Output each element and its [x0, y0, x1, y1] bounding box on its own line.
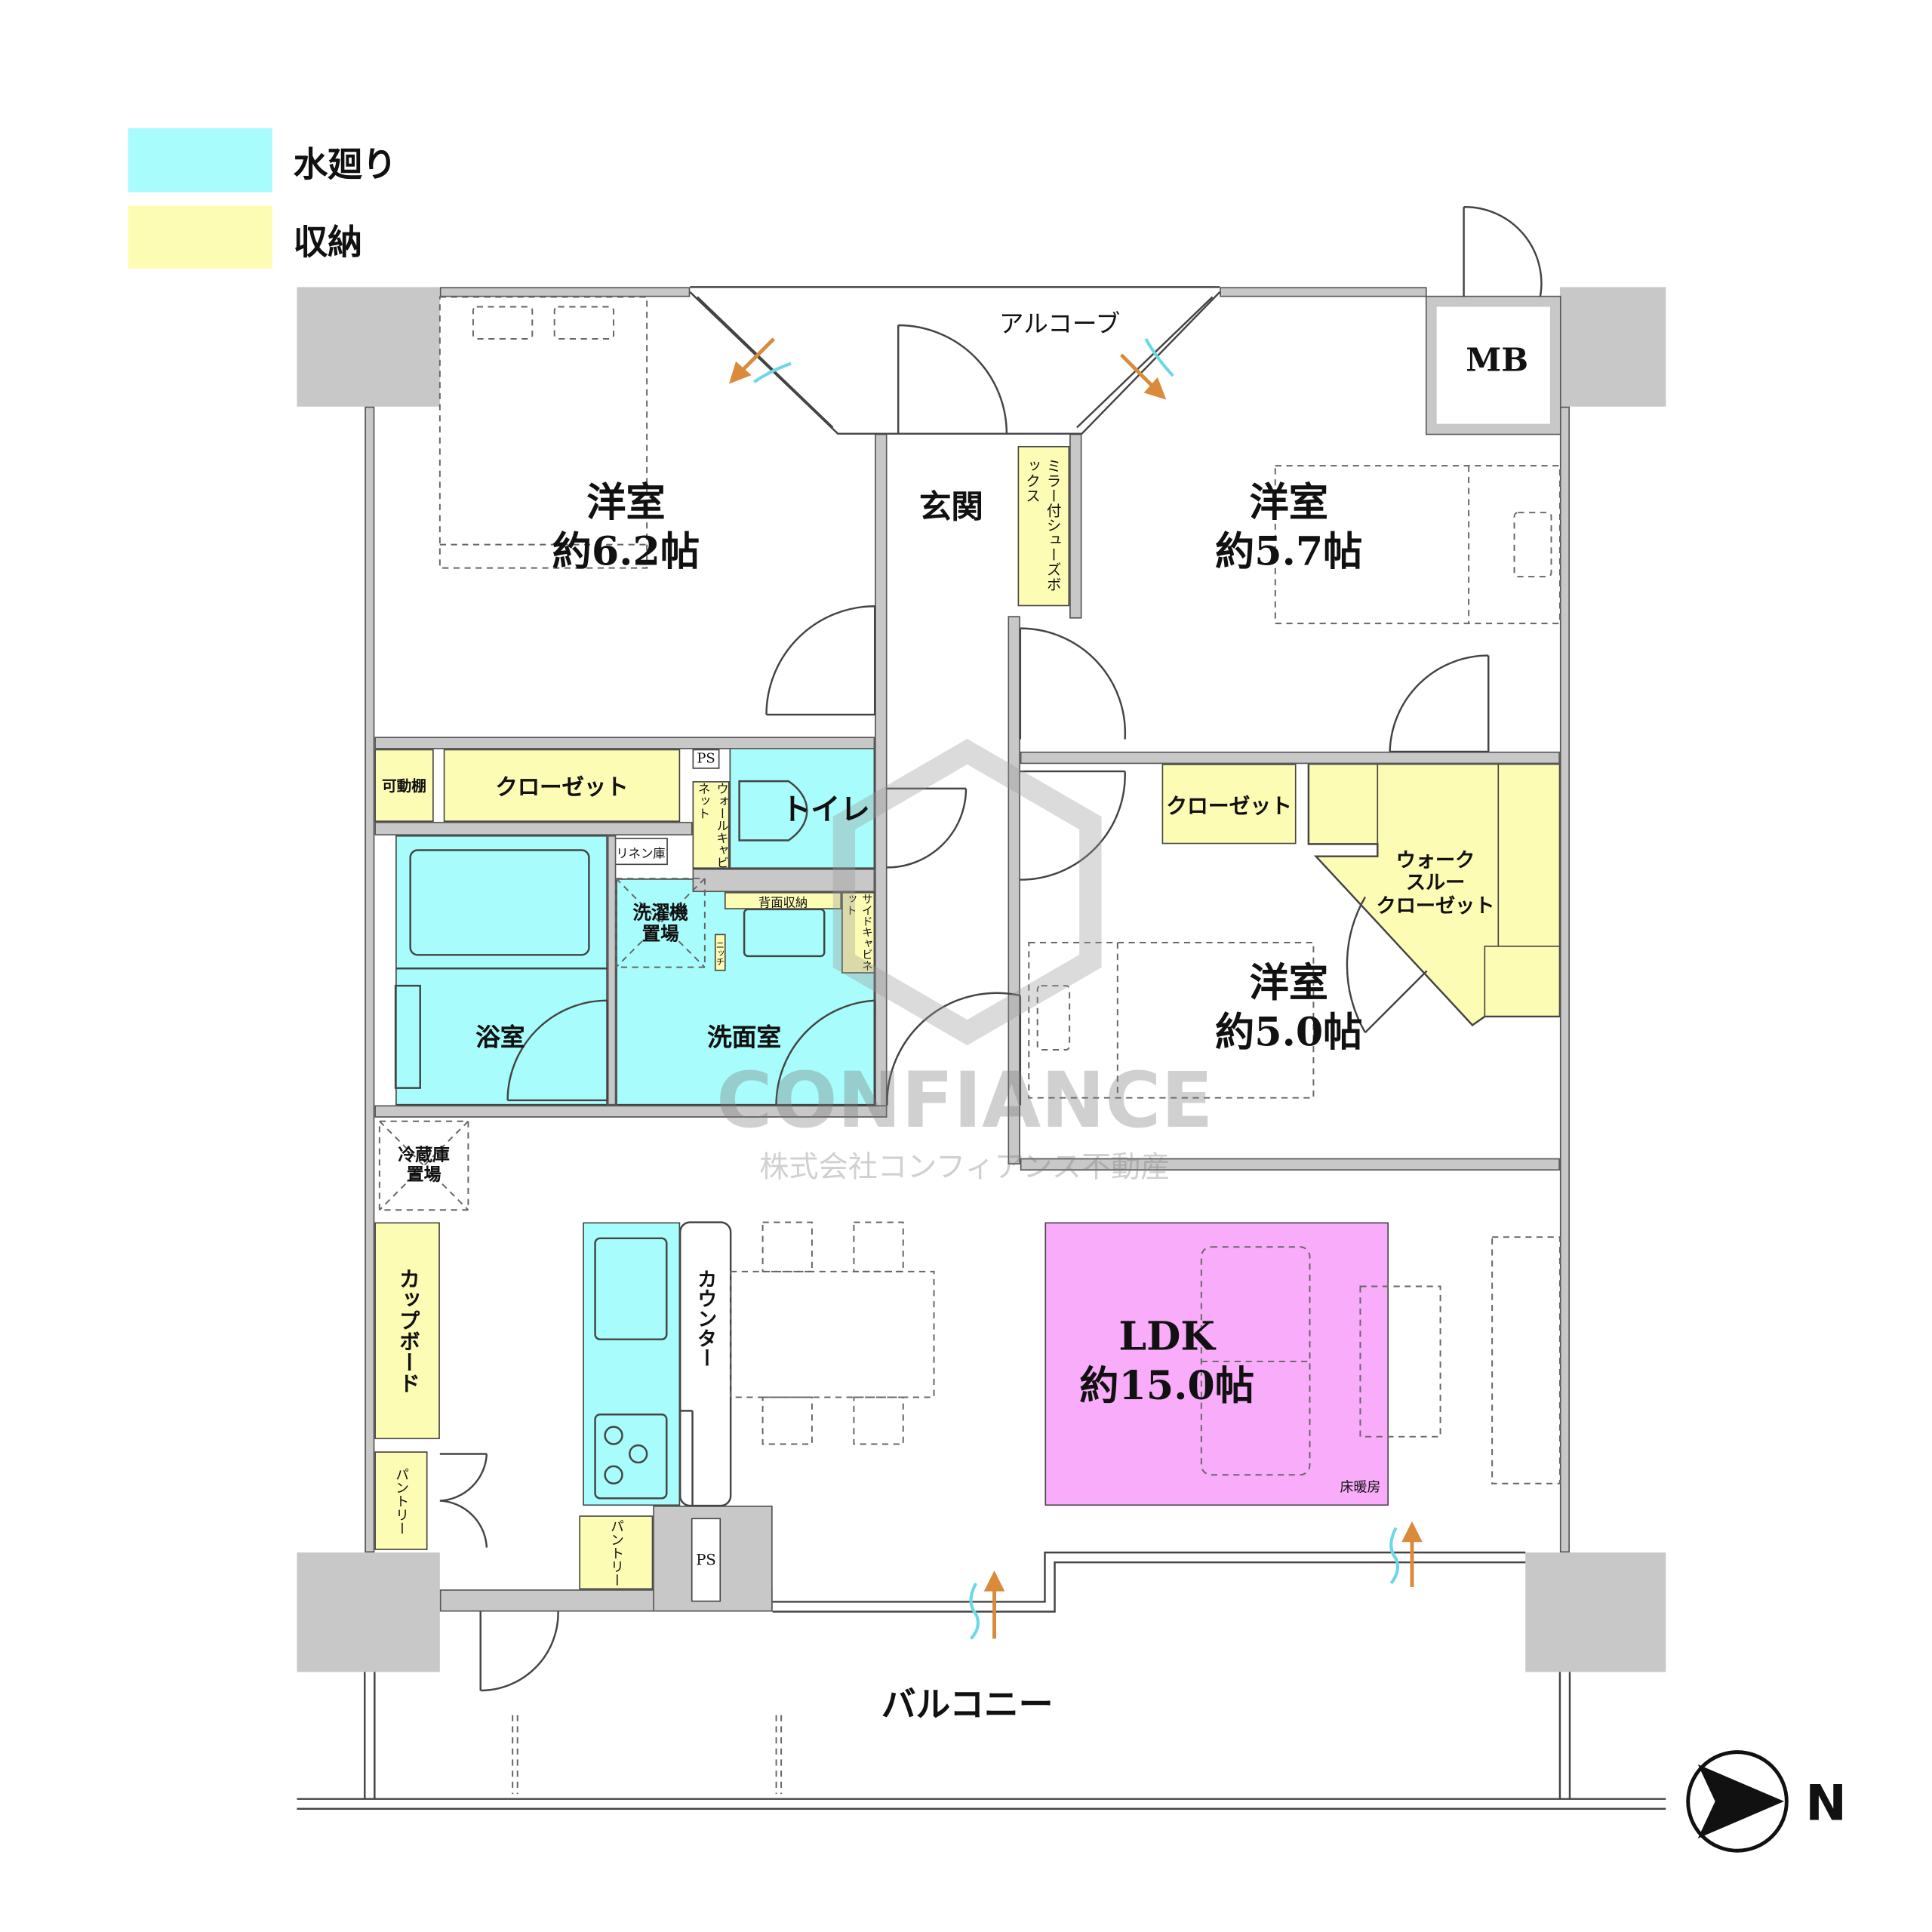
legend-swatch-water — [128, 128, 272, 192]
wall-cabinet: ウォールキャビネット — [692, 781, 730, 869]
movable-shelf-label: 可動棚 — [382, 777, 426, 795]
side-cabinet-label: サイドキャビネット — [843, 893, 872, 971]
wall-corner-br — [1525, 1552, 1666, 1672]
watermark-company: 株式会社コンフィアンス不動産 — [759, 1149, 1171, 1185]
ps-box-2: PS — [691, 1518, 721, 1602]
cupboard-label: カップボード — [394, 1267, 420, 1394]
closet-1: クローゼット — [443, 749, 681, 822]
back-storage-label: 背面収納 — [758, 896, 808, 910]
toilet-label: トイレ — [781, 791, 870, 827]
wall-wet-bottom — [374, 1105, 888, 1118]
ps-2-label: PS — [696, 1551, 716, 1569]
wall-toilet-wash — [692, 869, 875, 893]
pantry-1: パントリー — [374, 1451, 428, 1550]
linen-storage: リネン庫 — [614, 838, 668, 866]
niche-label: ニッチ — [715, 939, 725, 966]
wall-mb — [1425, 295, 1561, 435]
watermark-logo — [832, 738, 1102, 1046]
pantry-2: パントリー — [579, 1515, 654, 1590]
legend-swatch-storage — [128, 205, 272, 269]
room-western-1-size: 約6.2帖 — [552, 528, 700, 575]
ldk-floor-heating-area — [1044, 1222, 1389, 1506]
bath-label: 浴室 — [475, 1022, 525, 1052]
linen-label: リネン庫 — [616, 847, 666, 861]
room-western-3-size: 約5.0帖 — [1215, 1008, 1363, 1056]
closet-2-label: クローゼット — [1166, 795, 1292, 820]
entrance-label: 玄関 — [918, 489, 983, 527]
wall-room3-ldk — [1020, 1158, 1560, 1171]
wall-left — [365, 406, 375, 1553]
wall-bath-wash — [607, 835, 617, 1106]
room-western-3-name: 洋室 — [1249, 959, 1329, 1007]
movable-shelf: 可動棚 — [374, 749, 434, 822]
compass-north-label: N — [1805, 1775, 1847, 1832]
wall-room2-room3 — [1020, 751, 1560, 764]
room-ldk-size: 約15.0帖 — [1079, 1362, 1254, 1410]
pantry-1-label: パントリー — [393, 1466, 410, 1535]
closet-2: クローゼット — [1161, 764, 1297, 844]
cupboard: カップボード — [374, 1222, 440, 1439]
wall-top-right — [1220, 287, 1427, 297]
balcony-label: バルコニー — [881, 1684, 1054, 1725]
ps-1-label: PS — [697, 750, 715, 767]
walk-through-closet-label: ウォーク スルー クローゼット — [1376, 848, 1495, 918]
closet-1-label: クローゼット — [495, 774, 629, 801]
wall-wet-mid — [374, 821, 693, 835]
floor-heating-label: 床暖房 — [1340, 1479, 1381, 1496]
wall-corner-tl — [297, 287, 440, 407]
bath-area — [395, 835, 608, 1106]
legend-label-storage: 収納 — [293, 221, 363, 263]
washroom-area — [616, 878, 875, 1106]
wall-corner-bl — [297, 1552, 440, 1672]
wall-corridor-right — [1008, 616, 1020, 1164]
shoes-box: ミラー付シューズボックス — [1017, 446, 1070, 607]
counter: カウンター — [685, 1257, 724, 1380]
washroom-label: 洗面室 — [707, 1022, 782, 1052]
niche: ニッチ — [714, 934, 726, 971]
watermark-brand: CONFIANCE — [716, 1055, 1214, 1146]
ps-box-1: PS — [692, 749, 720, 769]
alcove-label: アルコーブ — [998, 308, 1121, 339]
room-western-2-name: 洋室 — [1249, 478, 1329, 526]
legend-label-water: 水廻り — [293, 144, 397, 185]
wall-cabinet-label: ウォールキャビネット — [694, 781, 728, 869]
wall-wet-top — [374, 737, 875, 749]
compass-icon — [1686, 1750, 1789, 1853]
side-cabinet: サイドキャビネット — [841, 892, 875, 974]
shoes-box-label: ミラー付シューズボックス — [1023, 458, 1063, 592]
counter-label: カウンター — [694, 1269, 718, 1368]
mb-label: MB — [1466, 342, 1529, 380]
room-ldk-name: LDK — [1118, 1312, 1215, 1360]
wall-corner-tr — [1559, 287, 1666, 407]
toilet-area — [729, 746, 875, 869]
pantry-2-label: パントリー — [608, 1518, 625, 1587]
room-western-1-name: 洋室 — [586, 478, 666, 526]
fridge-space-label: 冷蔵庫 置場 — [398, 1146, 450, 1186]
washer-space-label: 洗濯機 置場 — [632, 901, 688, 946]
room-western-2-size: 約5.7帖 — [1215, 528, 1363, 575]
wall-right — [1559, 406, 1570, 1553]
